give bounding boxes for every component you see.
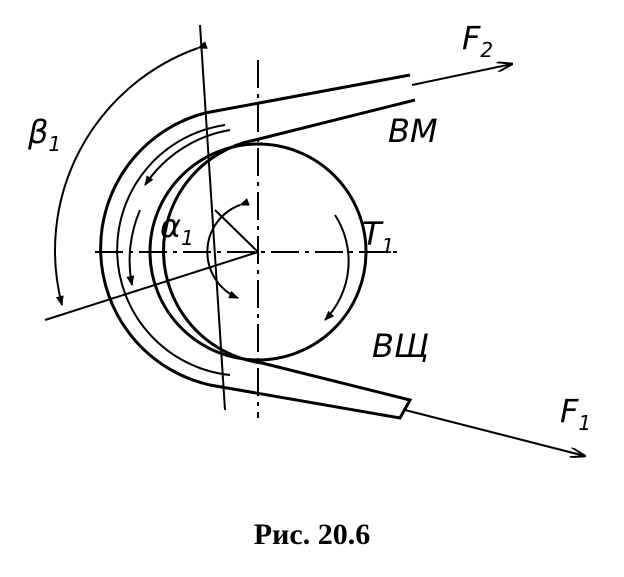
- label-alpha1: α1: [160, 207, 194, 250]
- figure-caption: Рис. 20.6: [253, 518, 371, 551]
- label-vsch: ВЩ: [372, 327, 429, 365]
- label-f2: F2: [462, 19, 494, 62]
- force-f2-arrow: [411, 64, 512, 86]
- slip-arrow-2: [126, 209, 141, 286]
- torque-arrow: [324, 214, 350, 321]
- slip-arrow: [144, 129, 231, 186]
- label-bm: ВМ: [388, 112, 438, 150]
- label-t1: T1: [362, 215, 395, 258]
- alpha-arc: [206, 198, 250, 299]
- label-beta1: β1: [28, 113, 62, 156]
- beta-arc: [54, 41, 208, 306]
- force-f1-arrow: [404, 409, 585, 456]
- label-f1: F1: [560, 392, 592, 435]
